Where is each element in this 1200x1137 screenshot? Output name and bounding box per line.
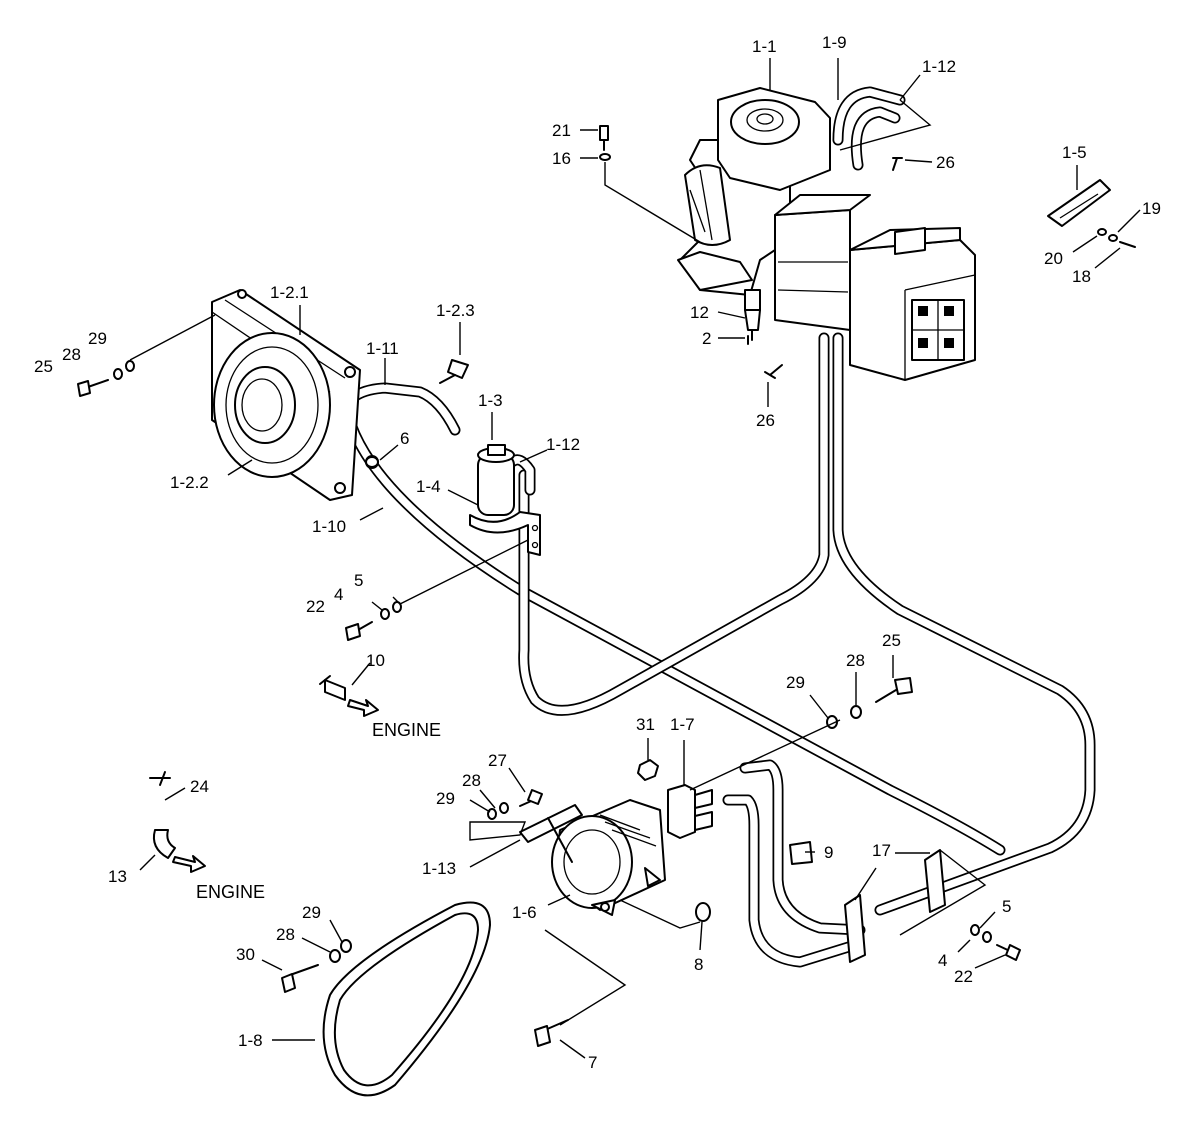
callout-1-8: 1-8: [238, 1031, 263, 1050]
callout-1-9: 1-9: [822, 33, 847, 52]
callout-16: 16: [552, 149, 571, 168]
callout-1-12-mid: 1-12: [546, 435, 580, 454]
callout-27: 27: [488, 751, 507, 770]
callout-28-right: 28: [846, 651, 865, 670]
callout-30: 30: [236, 945, 255, 964]
callout-29-mid: 29: [436, 789, 455, 808]
callout-6: 6: [400, 429, 409, 448]
callout-31: 31: [636, 715, 655, 734]
callout-20: 20: [1044, 249, 1063, 268]
callout-1-3: 1-3: [478, 391, 503, 410]
callout-5-right: 5: [1002, 897, 1011, 916]
engine-label-bottom: ENGINE: [196, 882, 265, 902]
callout-24: 24: [190, 777, 209, 796]
callout-25-right: 25: [882, 631, 901, 650]
evaporator-unit: [677, 87, 831, 341]
callout-1-1: 1-1: [752, 37, 777, 56]
callout-17: 17: [872, 841, 891, 860]
callout-1-13: 1-13: [422, 859, 456, 878]
callout-29-bottom: 29: [302, 903, 321, 922]
callout-13: 13: [108, 867, 127, 886]
callout-4-right: 4: [938, 951, 947, 970]
callout-26-top: 26: [936, 153, 955, 172]
receiver-drier: [469, 444, 541, 556]
callout-22-left: 22: [306, 597, 325, 616]
callout-1-5: 1-5: [1062, 143, 1087, 162]
blower-box: [774, 194, 976, 381]
callout-10: 10: [366, 651, 385, 670]
leader-lines: [129, 58, 1141, 1059]
callout-1-2-1: 1-2.1: [270, 283, 309, 302]
callout-1-2-3: 1-2.3: [436, 301, 475, 320]
callout-12: 12: [690, 303, 709, 322]
callout-labels: 1-1 1-9 1-12 21 16 26 1-5 19 20 18 12 2 …: [34, 33, 1161, 1072]
engine-arrows: [172, 699, 379, 873]
condenser-assembly: [211, 289, 379, 501]
callout-4-left: 4: [334, 585, 343, 604]
callout-1-4: 1-4: [416, 477, 441, 496]
callout-25-top: 25: [34, 357, 53, 376]
callout-26-mid: 26: [756, 411, 775, 430]
callout-2: 2: [702, 329, 711, 348]
callout-21: 21: [552, 121, 571, 140]
callout-7: 7: [588, 1053, 597, 1072]
compressor-valve-block: [667, 784, 713, 839]
callout-1-2-2: 1-2.2: [170, 473, 209, 492]
callout-1-10: 1-10: [312, 517, 346, 536]
callout-1-12-top: 1-12: [922, 57, 956, 76]
callout-29-top: 29: [88, 329, 107, 348]
callout-8: 8: [694, 955, 703, 974]
callout-29-right: 29: [786, 673, 805, 692]
callout-19: 19: [1142, 199, 1161, 218]
callout-18: 18: [1072, 267, 1091, 286]
engine-label-top: ENGINE: [372, 720, 441, 740]
callout-28-top: 28: [62, 345, 81, 364]
callout-5-left: 5: [354, 571, 363, 590]
compressor: [551, 799, 666, 916]
callout-1-11: 1-11: [366, 339, 399, 358]
callout-22-right: 22: [954, 967, 973, 986]
callout-9: 9: [824, 843, 833, 862]
callout-28-bottom: 28: [276, 925, 295, 944]
callout-1-7: 1-7: [670, 715, 695, 734]
drive-belt: [322, 901, 491, 1097]
callout-28-mid: 28: [462, 771, 481, 790]
callout-1-6: 1-6: [512, 903, 537, 922]
